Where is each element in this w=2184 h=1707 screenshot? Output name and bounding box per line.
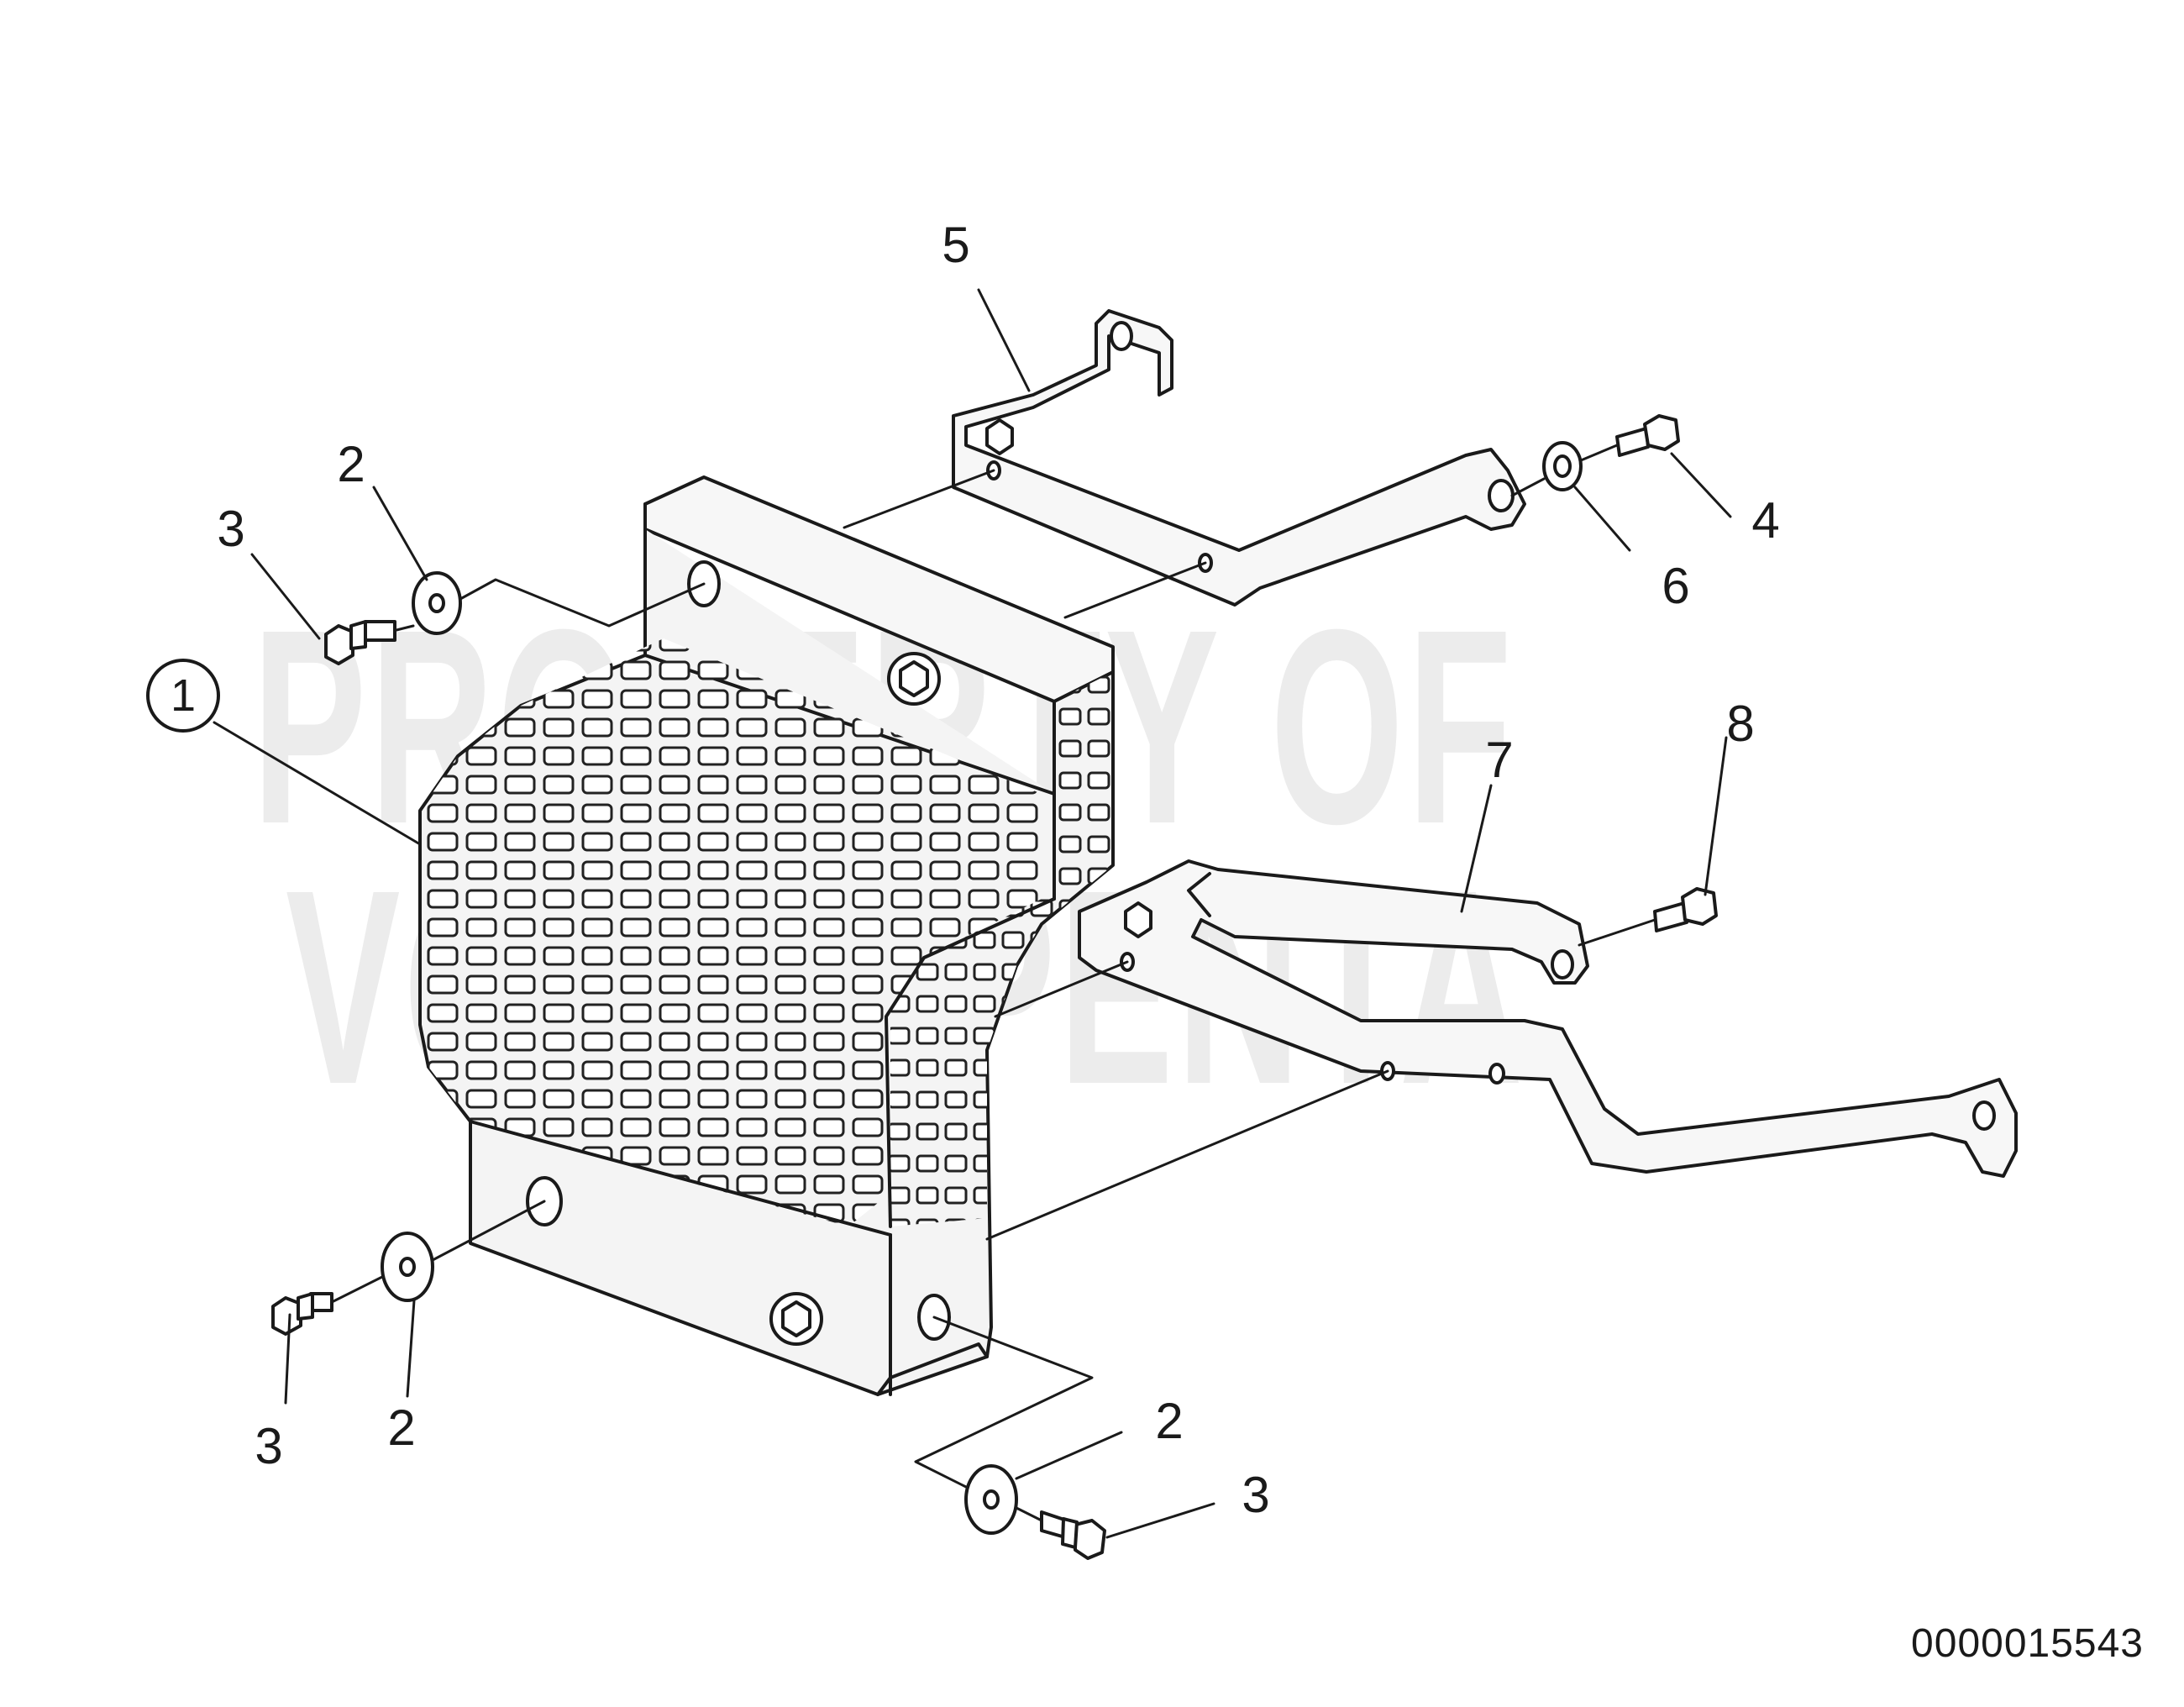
callout-7: 7 xyxy=(1485,732,1514,788)
leader-lines xyxy=(213,288,1732,1539)
lower-bracket xyxy=(1078,859,2018,1178)
bolt-bottom-right xyxy=(1040,1510,1106,1560)
callout-3-bottom-right: 3 xyxy=(1242,1467,1270,1523)
washer-top-left xyxy=(412,571,462,635)
callout-2-bottom-right: 2 xyxy=(1155,1393,1184,1449)
upper-bracket xyxy=(952,309,1526,607)
washer-bottom-right xyxy=(964,1464,1018,1535)
washer-bottom-left xyxy=(381,1232,434,1302)
callout-1-circle xyxy=(146,659,220,733)
callout-2-top-left: 2 xyxy=(337,436,365,492)
spacer-top xyxy=(1542,441,1583,491)
heat-shield xyxy=(418,475,1115,1396)
bolt-bottom-left xyxy=(271,1292,333,1336)
bolt-bracket-lower xyxy=(1653,887,1718,932)
callout-3-bottom-left: 3 xyxy=(255,1418,283,1474)
callout-5: 5 xyxy=(942,217,970,273)
bolt-top-left xyxy=(324,620,396,665)
bolt-bracket-top xyxy=(1615,414,1680,457)
callout-2-bottom-left: 2 xyxy=(387,1400,416,1456)
assembly-lines xyxy=(330,444,1656,1522)
document-number: 0000015543 xyxy=(1911,1621,2144,1666)
callout-6: 6 xyxy=(1662,558,1690,614)
callout-8: 8 xyxy=(1726,696,1755,752)
callout-3-top-left: 3 xyxy=(217,501,245,557)
callout-4: 4 xyxy=(1751,492,1780,549)
callout-1: 1 xyxy=(170,670,197,721)
